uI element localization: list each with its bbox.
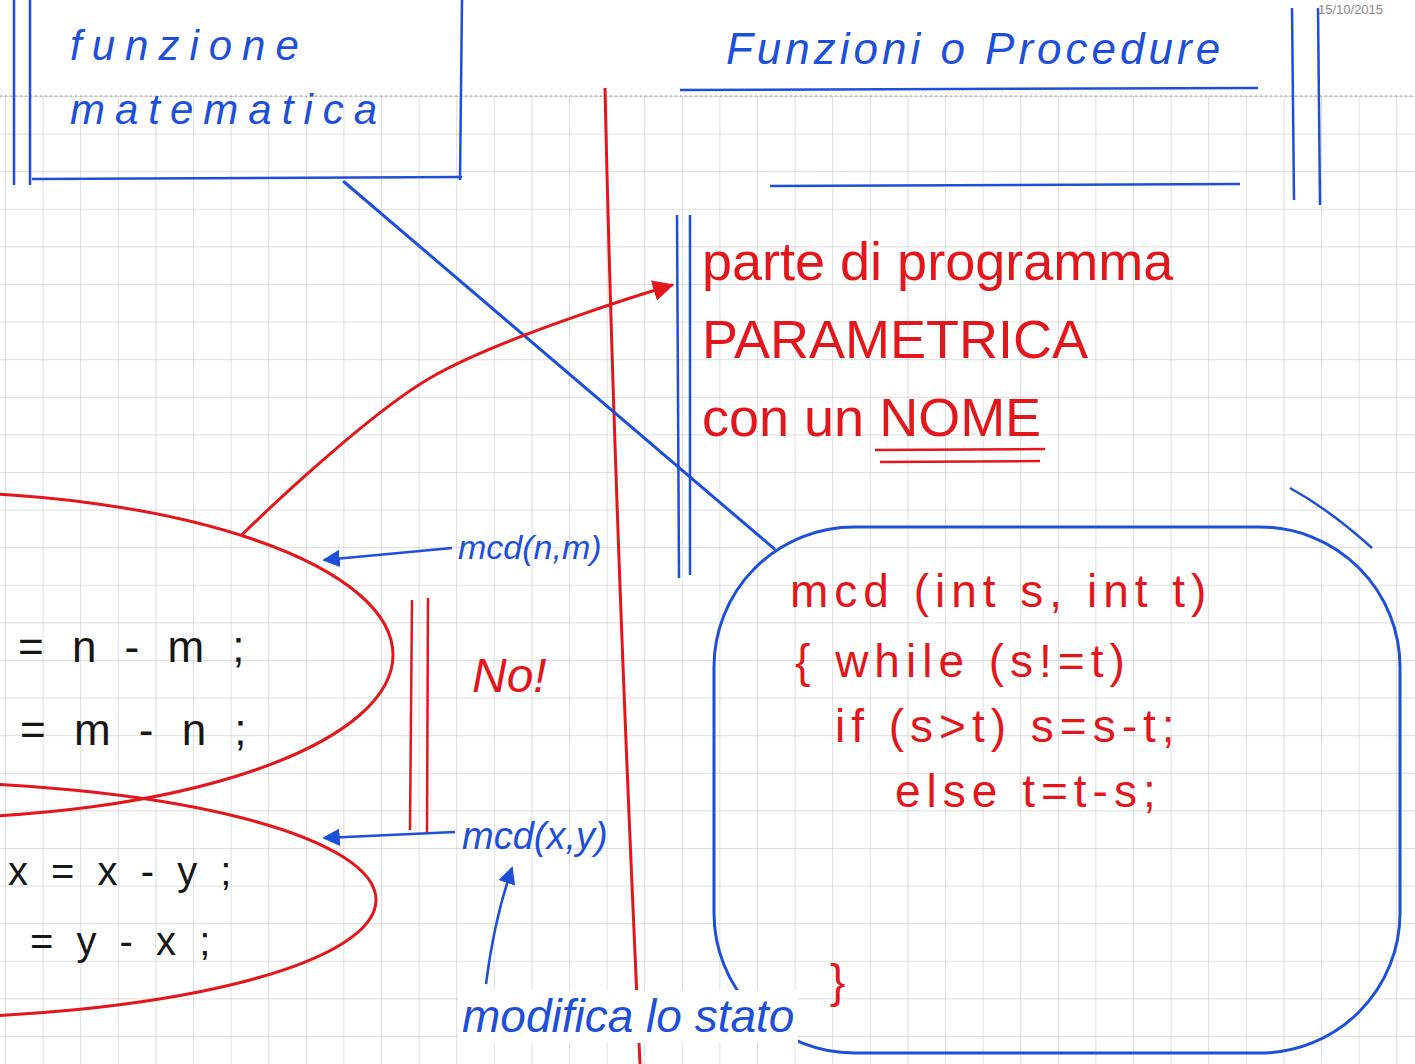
bracket-bar [677, 215, 679, 578]
definition-box: parte di programma PARAMETRICA con un NO… [672, 212, 1372, 577]
ellipse-outline [0, 492, 393, 818]
node-text: } [830, 955, 851, 1008]
outline-stroke [1290, 488, 1372, 548]
procedure-outline: mcd (int s, int t) { while (s!=t) if (s>t)… [712, 525, 1402, 1055]
separator-bar [427, 598, 428, 832]
node-text: mcd (int s, int t) [790, 565, 1212, 618]
node-text: parte di programma PARAMETRICA con un NO… [702, 222, 1184, 456]
code-ellipse: x = x - y ; = y - x ; [0, 780, 378, 1020]
graph-grid [0, 96, 1415, 1064]
node-outline [0, 780, 378, 1020]
divider-line [605, 88, 640, 1064]
node-text: x = x - y ; [8, 848, 237, 894]
box-bar [13, 0, 16, 185]
node-text: = y - x ; [30, 918, 216, 964]
box-bar [29, 0, 32, 185]
box-bar [460, 0, 462, 180]
leader-arrow [486, 868, 512, 984]
node-text: funzione matematica [70, 14, 450, 142]
code-ellipse: = n - m ; = m - n ; [0, 490, 395, 820]
separator-bar [410, 600, 412, 830]
node-text: = m - n ; [20, 705, 255, 756]
rounded-outline [714, 527, 1400, 1053]
remark: No! [472, 648, 547, 703]
box-underline [32, 177, 462, 179]
title-underline [680, 88, 1258, 90]
node-text: = n - m ; [18, 622, 253, 673]
title-underline [770, 184, 1240, 186]
node-text: else t=t-s; [895, 765, 1162, 818]
date-stamp: 15/10/2015 [1318, 3, 1383, 18]
node-text: { while (s!=t) [795, 635, 1131, 688]
title-box: Funzioni o Procedure [670, 15, 1280, 90]
box-bar [1318, 8, 1320, 205]
concept-box: funzione matematica [10, 0, 465, 182]
bracket-bar [689, 215, 692, 575]
ellipse-outline [0, 782, 376, 1018]
word-underline [875, 449, 1045, 450]
box-bar [1292, 8, 1294, 200]
call-note: mcd(n,m) [458, 528, 602, 567]
call-note: mcd(x,y) [462, 815, 608, 859]
leader-arrow [324, 548, 452, 560]
connector [243, 285, 672, 534]
word-underline [880, 461, 1040, 462]
node-text: Funzioni o Procedure [695, 24, 1255, 75]
node-text: if (s>t) s=s-t; [835, 700, 1181, 753]
annotation: modifica lo stato [458, 990, 798, 1043]
leader-arrow [324, 832, 455, 838]
